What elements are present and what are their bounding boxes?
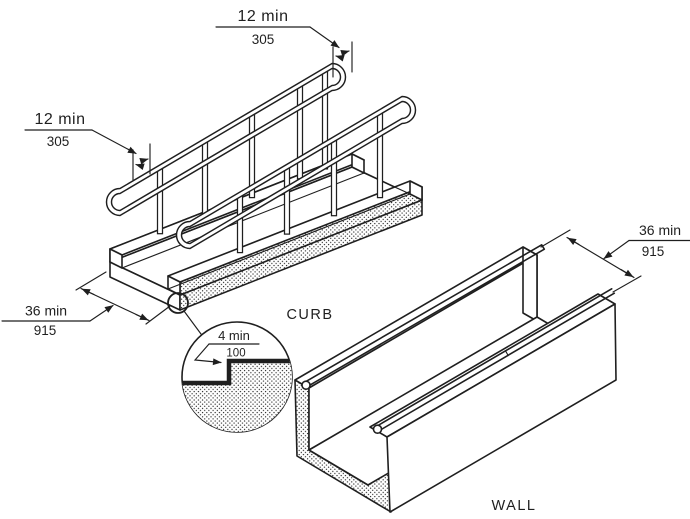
dimension-leader xyxy=(309,26,340,49)
curb-ramp-drawing: 12 min 305 12 min 305 36 xyxy=(1,8,423,433)
handrail-post xyxy=(296,84,304,180)
dimension-arrow xyxy=(335,55,345,62)
right-curb-end-face xyxy=(167,275,181,296)
near-wall-handrail xyxy=(372,288,616,435)
dimension-arrow xyxy=(81,288,95,296)
extension-line xyxy=(145,305,171,325)
extension-line xyxy=(75,271,107,291)
dimension-arrow xyxy=(135,313,149,321)
handrail-post xyxy=(201,140,209,217)
dimension-value: 36 min xyxy=(25,303,67,319)
wall-ramp-drawing: 36 min 915 WALL xyxy=(294,222,690,514)
handrail-joint-tick xyxy=(504,350,509,357)
wall-label: WALL xyxy=(492,498,537,514)
detail-stipple xyxy=(182,361,292,432)
extension-line xyxy=(612,275,642,293)
magnifier-leader xyxy=(183,310,202,335)
dimension-top-extension: 12 min 305 xyxy=(215,8,353,78)
curb-label: CURB xyxy=(286,307,333,323)
near-wall-outer-face xyxy=(386,303,617,513)
floor-edge-right xyxy=(167,193,411,290)
dimension-leader xyxy=(91,129,137,155)
handrail-tube xyxy=(302,244,546,388)
handrail-loop xyxy=(105,62,347,217)
handrail-far xyxy=(105,62,347,235)
dimension-value: 36 min xyxy=(639,222,681,238)
dimension-wall-clear-width: 36 min 915 xyxy=(540,222,690,293)
dimension-arrow xyxy=(620,268,634,278)
dimension-curb-clear-width: 36 min 915 xyxy=(1,271,171,338)
detail-callout-circle: 4 min 100 xyxy=(181,321,293,433)
dimension-metric: 100 xyxy=(226,348,245,360)
dimension-arrow xyxy=(139,158,149,165)
dimension-metric: 915 xyxy=(34,323,57,338)
handrail-near xyxy=(175,95,417,254)
dimension-metric: 305 xyxy=(252,32,275,47)
extension-line xyxy=(540,229,571,248)
handrail-post xyxy=(236,193,244,254)
handrail-end-cap xyxy=(301,380,311,391)
handrail-post xyxy=(156,166,164,235)
dimension-value: 12 min xyxy=(237,8,288,25)
dimension-metric: 305 xyxy=(47,134,70,149)
handrail-tube xyxy=(374,288,616,432)
dimension-value: 12 min xyxy=(34,111,85,128)
dimension-arrow xyxy=(567,237,580,246)
floor-far-edge xyxy=(363,172,411,195)
handrail-end-cap xyxy=(372,424,383,435)
magnifier-ring xyxy=(167,292,189,314)
dimension-arrow xyxy=(340,50,350,57)
dimension-arrow xyxy=(135,163,145,171)
dimension-leader xyxy=(603,239,630,260)
handrail-loop xyxy=(175,95,417,250)
dimension-leader xyxy=(89,304,114,322)
dimension-metric: 915 xyxy=(642,244,665,259)
far-wall-handrail xyxy=(301,244,546,391)
handrail-post xyxy=(330,138,338,217)
handrail-post xyxy=(283,166,291,235)
dimension-side-extension: 12 min 305 xyxy=(24,111,151,181)
dimension-value: 4 min xyxy=(218,328,250,343)
handrail-post xyxy=(376,111,384,199)
dimension-leader xyxy=(193,343,222,366)
curb-profile xyxy=(182,358,292,386)
handrail-post xyxy=(321,69,329,170)
